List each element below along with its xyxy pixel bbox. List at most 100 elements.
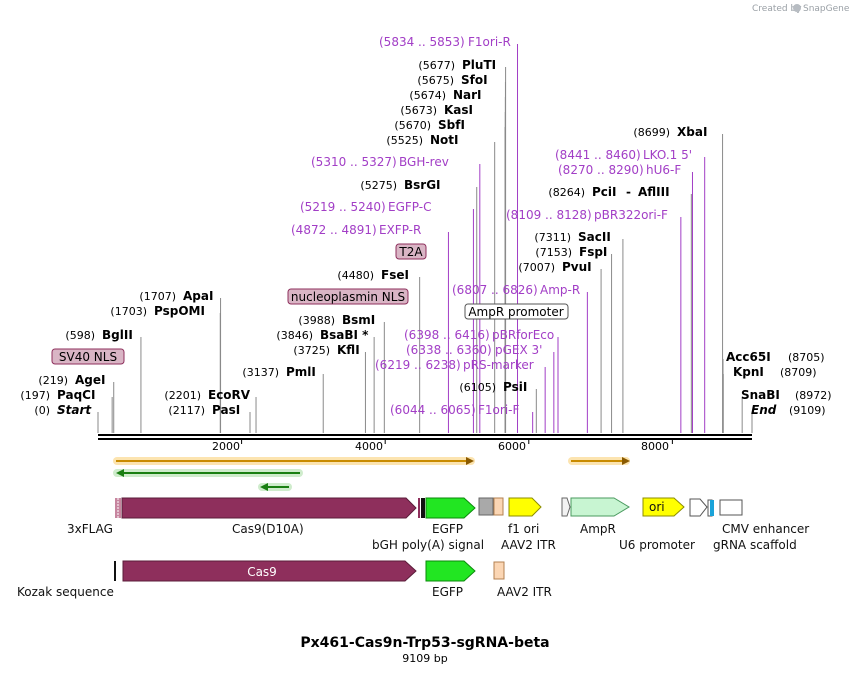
enzyme-kasi[interactable]: KasI	[444, 103, 473, 117]
enzyme-pcii[interactable]: PciI	[592, 185, 617, 199]
enzyme-position: (3725)	[293, 344, 330, 357]
primer-range: (6398 .. 6416)	[404, 328, 490, 342]
enzyme-sfoi[interactable]: SfoI	[461, 73, 488, 87]
feature-3xflag[interactable]: 3xFLAG	[67, 522, 113, 536]
primer-f1ori-f[interactable]: F1ori-F	[478, 403, 519, 417]
aav2-itr-box[interactable]	[493, 497, 504, 516]
enzyme-labels: (0) Start (197) PaqCI (219) AgeI (598) B…	[20, 58, 831, 417]
aav2-itr2-box[interactable]	[493, 561, 505, 580]
enzyme-fspi[interactable]: FspI	[579, 245, 607, 259]
credit-text: Created by	[752, 4, 802, 14]
f1-ori-arrow[interactable]	[508, 497, 542, 517]
enzyme-bsabi[interactable]: BsaBI *	[320, 328, 369, 342]
enzyme-pluti[interactable]: PluTI	[462, 58, 496, 72]
enzyme-position: (8699)	[633, 126, 670, 139]
feature-f1-ori[interactable]: f1 ori	[508, 522, 539, 536]
enzyme-position: (5673)	[400, 104, 437, 117]
bgh-polya-box[interactable]	[478, 497, 494, 516]
feature-grna-scaffold[interactable]: gRNA scaffold	[713, 538, 797, 552]
backbone-top-strand	[98, 434, 752, 436]
primer-pbrforeco[interactable]: pBRforEco	[492, 328, 554, 342]
enzyme-position: (6105)	[459, 381, 496, 394]
ampr-arrow[interactable]	[570, 497, 630, 517]
enzyme-kpni[interactable]: KpnI	[733, 365, 764, 379]
enzyme-snabi[interactable]: SnaBI	[741, 388, 780, 402]
enzyme-fsei[interactable]: FseI	[381, 268, 409, 282]
enzyme-noti[interactable]: NotI	[430, 133, 459, 147]
enzyme-pspomi[interactable]: PspOMI	[154, 304, 205, 318]
enzyme-sacii[interactable]: SacII	[578, 230, 611, 244]
enzyme-position: (1703)	[110, 305, 147, 318]
grna-scaffold-box[interactable]	[710, 500, 714, 516]
primer-exfp-r[interactable]: EXFP-R	[379, 223, 421, 237]
enzyme-xbai[interactable]: XbaI	[677, 125, 707, 139]
enzyme-bsmi[interactable]: BsmI	[342, 313, 375, 327]
enzyme-afliii[interactable]: AflIII	[638, 185, 670, 199]
cas9-d10a-arrow[interactable]	[121, 497, 417, 519]
enzyme-end[interactable]: End	[751, 403, 777, 417]
primer-pbr322ori-f[interactable]: pBR322ori-F	[594, 208, 668, 222]
enzyme-position: (8705)	[788, 351, 825, 364]
enzyme-position: (5525)	[386, 134, 423, 147]
enzyme-sbfi[interactable]: SbfI	[438, 118, 465, 132]
primer-prs-marker[interactable]: pRS-marker	[463, 358, 534, 372]
cas9-arrow[interactable]	[122, 560, 417, 582]
enzyme-position: (5674)	[409, 89, 446, 102]
feature-u6-promoter[interactable]: U6 promoter	[619, 538, 695, 552]
feature-egfp2[interactable]: EGFP	[432, 585, 463, 599]
enzyme-bglii[interactable]: BglII	[102, 328, 133, 342]
primer-range: (5310 .. 5327)	[311, 155, 397, 169]
primer-hu6-f[interactable]: hU6-F	[646, 163, 681, 177]
feature-nucleoplasmin-nls[interactable]: nucleoplasmin NLS	[291, 290, 405, 304]
tick-label: 6000	[498, 440, 526, 453]
map-title: Px461-Cas9n-Trp53-sgRNA-beta	[300, 635, 549, 651]
enzyme-acc65i[interactable]: Acc65I	[726, 350, 771, 364]
enzyme-paqci[interactable]: PaqCI	[57, 388, 95, 402]
enzyme-pasi[interactable]: PasI	[212, 403, 240, 417]
feature-sv40-nls[interactable]: SV40 NLS	[59, 350, 117, 364]
primer-egfp-c[interactable]: EGFP-C	[388, 200, 431, 214]
feature-aav2-itr[interactable]: AAV2 ITR	[501, 538, 556, 552]
enzyme-position: (219)	[38, 374, 68, 387]
primer-f1ori-r[interactable]: F1ori-R	[468, 35, 511, 49]
feature-cas9-d10a[interactable]: Cas9(D10A)	[232, 522, 304, 536]
egfp2-arrow[interactable]	[425, 560, 476, 582]
orf-forward2-head	[622, 457, 630, 465]
enzyme-agei[interactable]: AgeI	[75, 373, 105, 387]
enzyme-pmli[interactable]: PmlI	[286, 365, 316, 379]
feature-kozak[interactable]: Kozak sequence	[17, 585, 114, 599]
leader-lines	[97, 44, 753, 433]
primer-lko1-5[interactable]: LKO.1 5'	[643, 148, 692, 162]
feature-t2a[interactable]: T2A	[398, 245, 423, 259]
feature-ampr[interactable]: AmpR	[580, 522, 616, 536]
ori-arrow[interactable]	[642, 497, 685, 517]
feature-bgh-polya[interactable]: bGH poly(A) signal	[372, 538, 484, 552]
enzyme-kfli[interactable]: KflI	[337, 343, 360, 357]
enzyme-separator: -	[626, 185, 631, 199]
egfp-arrow[interactable]	[425, 497, 476, 519]
enzyme-nari[interactable]: NarI	[453, 88, 482, 102]
feature-egfp[interactable]: EGFP	[432, 522, 463, 536]
ampr-promoter-arrow[interactable]	[561, 497, 571, 517]
enzyme-apai[interactable]: ApaI	[183, 289, 213, 303]
primer-amp-r[interactable]: Amp-R	[540, 283, 580, 297]
enzyme-position: (5670)	[394, 119, 431, 132]
orf-reverse-small-head	[260, 483, 268, 491]
enzyme-bsrgi[interactable]: BsrGI	[404, 178, 441, 192]
enzyme-psii[interactable]: PsiI	[503, 380, 527, 394]
enzyme-pvui[interactable]: PvuI	[562, 260, 592, 274]
enzyme-ecorv[interactable]: EcoRV	[208, 388, 251, 402]
enzyme-position: (3137)	[242, 366, 279, 379]
feature-ampr-promoter[interactable]: AmpR promoter	[468, 305, 563, 319]
cmv-enhancer-box[interactable]	[719, 499, 743, 516]
enzyme-position: (8709)	[780, 366, 817, 379]
t2a-box	[395, 243, 427, 260]
enzyme-start[interactable]: Start	[57, 403, 92, 417]
primer-labels: (5834 .. 5853) F1ori-R (5310 .. 5327) BG…	[291, 35, 692, 417]
feature-cmv-enhancer[interactable]: CMV enhancer	[722, 522, 809, 536]
primer-pgex-3[interactable]: pGEX 3'	[495, 343, 542, 357]
feature-aav2-itr2[interactable]: AAV2 ITR	[497, 585, 552, 599]
primer-bgh-rev[interactable]: BGH-rev	[399, 155, 449, 169]
primer-range: (5834 .. 5853)	[379, 35, 465, 49]
u6-promoter-arrow[interactable]	[689, 498, 708, 517]
